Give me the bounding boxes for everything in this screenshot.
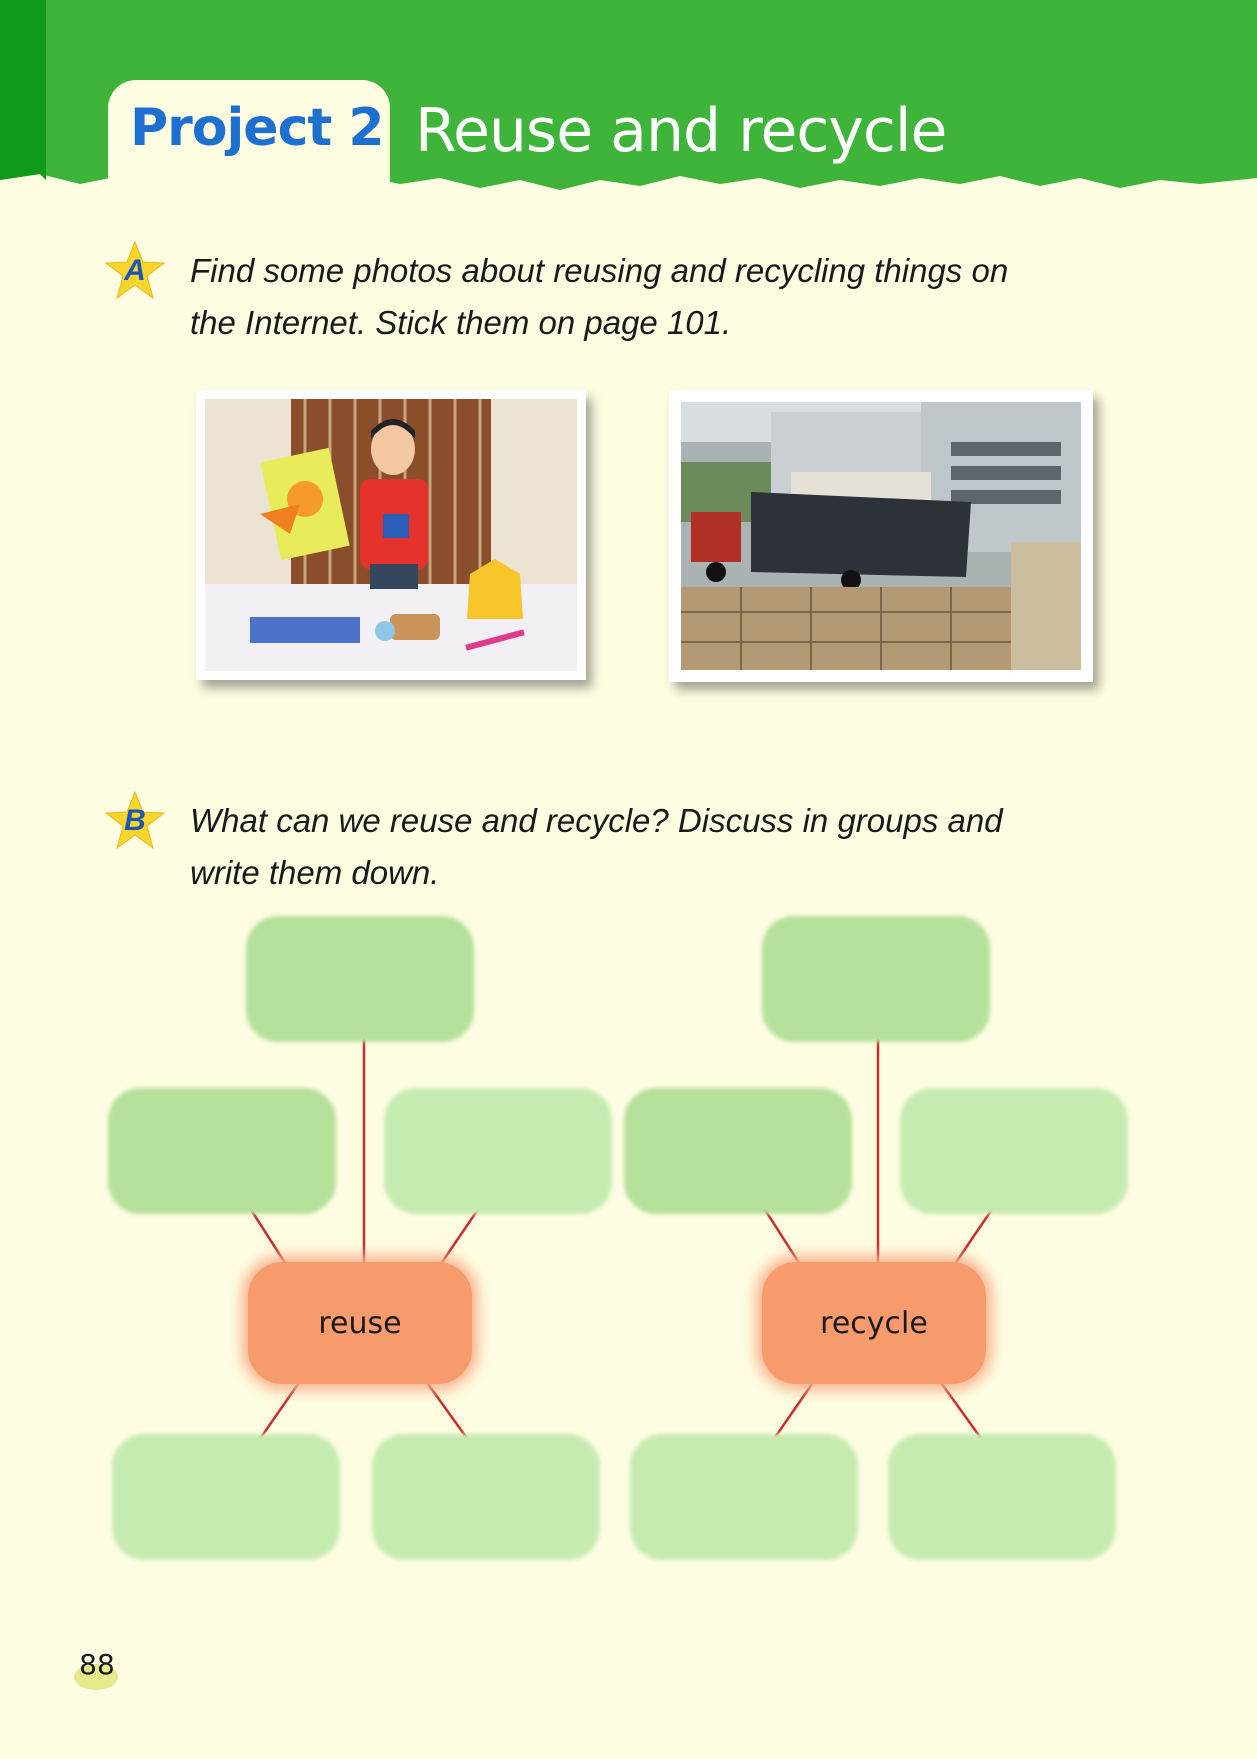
section-b-letter: B bbox=[124, 804, 146, 837]
photo-recycling-truck bbox=[669, 390, 1093, 682]
page-number-highlight bbox=[74, 1664, 118, 1690]
reuse-center-node: reuse bbox=[248, 1262, 472, 1384]
section-b-instruction: What can we reuse and recycle? Discuss i… bbox=[190, 795, 1090, 899]
recycle-center-node: recycle bbox=[762, 1262, 986, 1384]
section-b-line2: write them down. bbox=[190, 854, 440, 891]
star-icon-b: B bbox=[102, 788, 168, 854]
reuse-answer-box-left[interactable] bbox=[108, 1088, 336, 1214]
project-tab bbox=[108, 80, 390, 200]
page-title: Reuse and recycle bbox=[415, 96, 947, 166]
section-a-instruction: Find some photos about reusing and recyc… bbox=[190, 245, 1090, 349]
reuse-answer-box-bottom-left[interactable] bbox=[112, 1434, 340, 1560]
torn-edge bbox=[0, 150, 1257, 210]
section-a-line1: Find some photos about reusing and recyc… bbox=[190, 252, 1009, 289]
recycle-answer-box-top[interactable] bbox=[762, 916, 990, 1042]
recycle-answer-box-bottom-right[interactable] bbox=[888, 1434, 1116, 1560]
reuse-answer-box-right[interactable] bbox=[384, 1088, 612, 1214]
photo-reuse-crafts bbox=[196, 390, 586, 680]
reuse-answer-box-bottom-right[interactable] bbox=[372, 1434, 600, 1560]
section-a-line2: the Internet. Stick them on page 101. bbox=[190, 304, 732, 341]
reuse-label: reuse bbox=[318, 1305, 402, 1341]
recycle-answer-box-bottom-left[interactable] bbox=[630, 1434, 858, 1560]
recycle-answer-box-left[interactable] bbox=[624, 1088, 852, 1214]
section-b-line1: What can we reuse and recycle? Discuss i… bbox=[190, 802, 1003, 839]
section-a-letter: A bbox=[124, 254, 146, 287]
project-label: Project 2 bbox=[130, 98, 385, 158]
reuse-answer-box-top[interactable] bbox=[246, 916, 474, 1042]
recycle-answer-box-right[interactable] bbox=[900, 1088, 1128, 1214]
star-icon-a: A bbox=[102, 238, 168, 304]
recycle-label: recycle bbox=[820, 1305, 928, 1341]
page-number: 88 bbox=[79, 1648, 115, 1681]
